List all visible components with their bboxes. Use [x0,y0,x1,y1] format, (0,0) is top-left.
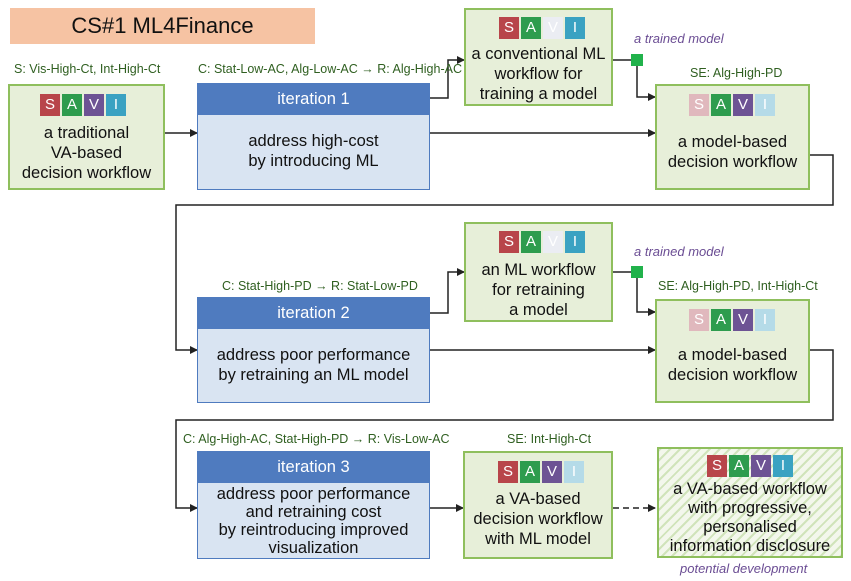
iteration-line: by reintroducing improved [218,521,409,539]
iteration-3-body: address poor performance and retraining … [197,483,430,559]
page-title: CS#1 ML4Finance [10,8,315,44]
potential-development-box: S A V I a VA-based workflow with progres… [657,447,843,558]
box-line: decision workflow [21,164,152,182]
box-line: training a model [479,85,598,103]
box-line: a VA-based workflow [673,480,827,498]
caption-mid-row3: SE: Int-High-Ct [507,432,592,446]
savi-s: S [689,94,709,116]
savi-s: S [499,231,519,253]
trained-model-label-2: a trained model [634,244,724,259]
savi-s: S [499,17,519,39]
box-line: a traditional [43,124,130,142]
trained-model-square-2 [631,266,643,278]
box-line: with ML model [485,530,591,548]
savi-i: I [565,231,585,253]
iteration-line: and retraining cost [245,503,382,521]
iteration-1-box: iteration 1 address high-cost by introdu… [197,83,430,190]
savi-a: A [521,231,541,253]
box-line: decision workflow [667,366,798,384]
savi-s: S [689,309,709,331]
iteration-1-header: iteration 1 [197,83,430,115]
iteration-line: address poor performance [216,485,411,503]
box-line: a model [509,301,568,319]
box-line: a model-based [677,346,788,364]
savi-i: I [755,309,775,331]
caption-iter2: C: Stat-High-PD → R: Stat-Low-PD [222,279,418,293]
edge-row1-to-row2 [175,154,834,354]
savi-a: A [62,94,82,116]
caption-right-row2: SE: Alg-High-PD, Int-High-Ct [658,279,818,293]
savi-badge: S A V I [499,231,587,253]
iteration-2-header: iteration 2 [197,297,430,329]
edge-row2-to-row3 [175,349,834,512]
iteration-2-box: iteration 2 address poor performance by … [197,297,430,403]
savi-i: I [755,94,775,116]
iteration-3-box: iteration 3 address poor performance and… [197,451,430,559]
caption-left-row1: S: Vis-High-Ct, Int-High-Ct [14,62,161,76]
trained-model-square-1 [631,54,643,66]
savi-s: S [498,461,518,483]
savi-badge: S A V I [40,94,128,116]
box-line: decision workflow [667,153,798,171]
caption-iter3: C: Alg-High-AC, Stat-High-PD → R: Vis-Lo… [183,432,450,446]
edge-square2-to-model [636,278,656,316]
edge-iter2-to-retraining [430,268,465,314]
box-line: for retraining [492,281,585,299]
box-line: workflow for [494,65,583,83]
savi-v: V [733,94,753,116]
trained-model-label-1: a trained model [634,31,724,46]
va-ml-box: S A V I a VA-based decision workflow wit… [463,451,613,559]
savi-a: A [711,94,731,116]
box-line: information disclosure [669,537,831,555]
savi-badge: S A V I [689,94,777,116]
conventional-ml-box: S A V I a conventional ML workflow for t… [464,8,613,106]
box-line: a VA-based [495,490,581,508]
savi-i: I [106,94,126,116]
savi-v: V [543,17,563,39]
edge-iter1-to-conventional [430,56,465,99]
savi-badge: S A V I [707,455,795,477]
iteration-line: by introducing ML [248,152,379,170]
savi-badge: S A V I [498,461,586,483]
savi-a: A [520,461,540,483]
savi-i: I [773,455,793,477]
savi-badge: S A V I [499,17,587,39]
caption-right-row1: SE: Alg-High-PD [690,66,783,80]
savi-a: A [521,17,541,39]
retraining-box: S A V I an ML workflow for retraining a … [464,222,613,322]
edge-square-to-model [636,66,656,101]
box-line: an ML workflow [481,261,596,279]
iteration-line: address high-cost [248,132,379,150]
savi-i: I [564,461,584,483]
box-line: personalised [703,518,797,536]
savi-i: I [565,17,585,39]
savi-s: S [707,455,727,477]
savi-v: V [733,309,753,331]
box-line: with progressive, [688,499,812,517]
savi-v: V [542,461,562,483]
iteration-3-header: iteration 3 [197,451,430,483]
savi-v: V [84,94,104,116]
savi-badge: S A V I [689,309,777,331]
savi-v: V [751,455,771,477]
model-based-box-2: S A V I a model-based decision workflow [655,299,810,403]
box-line: a model-based [677,133,788,151]
savi-a: A [729,455,749,477]
iteration-line: by retraining an ML model [218,366,409,384]
box-line: decision workflow [473,510,603,528]
box-line: a conventional ML [471,45,606,63]
iteration-1-body: address high-cost by introducing ML [197,115,430,190]
savi-v: V [543,231,563,253]
iteration-2-body: address poor performance by retraining a… [197,329,430,403]
savi-s: S [40,94,60,116]
box-line: VA-based [50,144,123,162]
savi-a: A [711,309,731,331]
iteration-line: visualization [268,539,359,557]
traditional-va-box: S A V I a traditional VA-based decision … [8,84,165,190]
iteration-line: address poor performance [216,346,411,364]
caption-iter1: C: Stat-Low-AC, Alg-Low-AC → R: Alg-High… [198,62,462,76]
model-based-box-1: S A V I a model-based decision workflow [655,84,810,190]
potential-development-label: potential development [680,561,808,576]
